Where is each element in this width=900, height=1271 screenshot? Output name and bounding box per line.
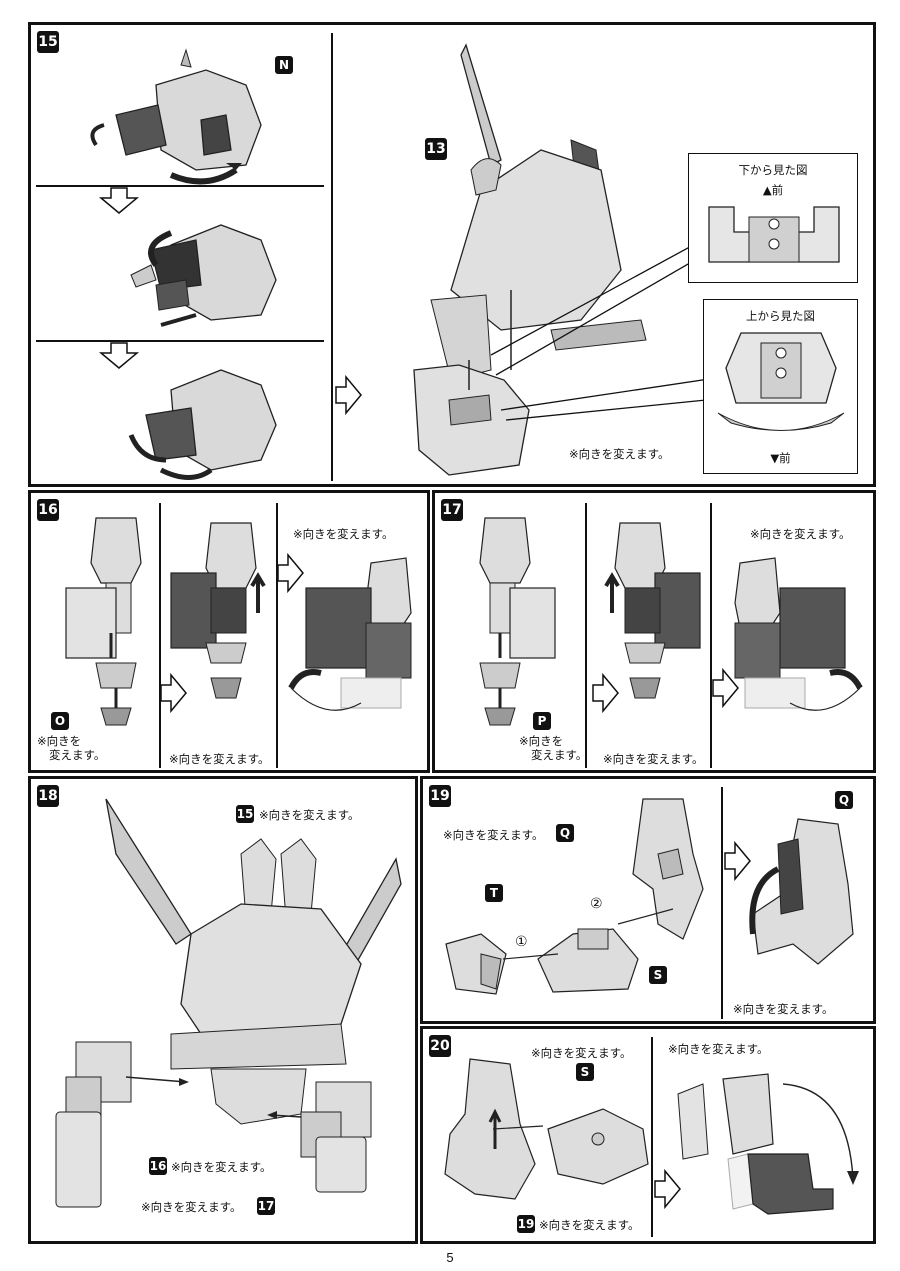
reorient-note: ※向きを変えます。 (531, 1046, 632, 1060)
divider (36, 185, 324, 187)
right-arrow-icon (335, 374, 362, 416)
divider (721, 787, 723, 1019)
step-number-16: 16 (37, 499, 59, 521)
inset-title: 下から見た図 (738, 163, 808, 177)
step-ref-19: 19 (517, 1215, 535, 1233)
reorient-note: ※向きを変えます。 (259, 808, 360, 822)
reorient-note: ※向きを (37, 734, 82, 748)
inset-title: 上から見た図 (746, 309, 815, 323)
divider (585, 503, 587, 768)
inset-bottom-view: 下から見た図 ▲前 (688, 153, 858, 283)
down-arrow-icon (98, 342, 140, 369)
reorient-note: ※向きを変えます。 (141, 1200, 242, 1214)
leg-assembly-illustration (604, 522, 701, 699)
lower-torso-illustration (413, 360, 530, 476)
step-16-panel: 16 O ※向きを 変えます。 ※向きを変えます。 ※向きを変えます。 (28, 490, 430, 773)
divider (331, 33, 333, 481)
step-number-19: 19 (429, 785, 451, 807)
right-arrow-icon (592, 672, 619, 714)
part-label-p: P (533, 712, 551, 730)
backpack-completed-illustration (677, 1073, 859, 1215)
step-arrow-2: ② (590, 896, 603, 912)
leg-completed-illustration (288, 557, 412, 711)
inset-top-view: 上から見た図 ▼前 (703, 299, 858, 474)
part-label-q: Q (835, 791, 853, 809)
reorient-note: ※向きを変えます。 (293, 527, 394, 541)
robot-upper-body-illustration (430, 43, 647, 381)
divider (276, 503, 278, 768)
reorient-note: ※向きを変えます。 (668, 1042, 769, 1056)
torso-folded-illustration (128, 369, 277, 480)
left-leg-illustration (55, 1041, 189, 1208)
torso-hinge-illustration (130, 224, 277, 327)
reorient-note: ※向きを変えます。 (171, 1160, 272, 1174)
step-15-panel: 15 N 13 (28, 22, 876, 487)
divider (36, 340, 324, 342)
reorient-note: 変えます。 (531, 748, 588, 762)
right-arrow-icon (277, 552, 304, 594)
part-label-s: S (649, 966, 667, 984)
reorient-note: ※向きを変えます。 (733, 1002, 834, 1016)
divider (159, 503, 161, 768)
bottom-view-diagram (708, 206, 840, 263)
step-ref-15: 15 (236, 805, 254, 823)
divider (651, 1037, 653, 1237)
step-20-panel: 20 ※向きを変えます。 S 19 ※向きを変えます。 ※向きを変えます。 (420, 1026, 876, 1244)
leg-exploded-illustration (65, 517, 142, 726)
part-label-s: S (576, 1063, 594, 1081)
leg-assembly-illustration (170, 522, 266, 699)
reorient-note: ※向きを変えます。 (443, 828, 544, 842)
front-direction-label: ▲前 (762, 183, 784, 197)
part-label-q: Q (556, 824, 574, 842)
divider (710, 503, 712, 768)
torso-assembly-illustration (90, 48, 262, 185)
page-number: 5 (446, 1250, 454, 1265)
step-arrow-1: ① (515, 934, 528, 950)
insert-arrows (502, 908, 674, 960)
callout-lines (490, 229, 737, 421)
step-ref-17: 17 (257, 1197, 275, 1215)
right-arrow-icon (712, 667, 739, 709)
front-direction-label: ▼前 (770, 451, 791, 465)
part-label-o: O (51, 712, 69, 730)
backpack-assembly-illustration (444, 1058, 536, 1200)
part-label-t: T (485, 884, 503, 902)
reorient-note: ※向きを変えます。 (539, 1218, 640, 1232)
reorient-note: ※向きを (519, 734, 564, 748)
down-arrow-icon (98, 187, 140, 214)
right-arrow-icon (654, 1168, 681, 1210)
top-view-diagram (717, 332, 845, 431)
right-leg-illustration (267, 1081, 372, 1193)
step-number-17: 17 (441, 499, 463, 521)
rotate-arrow (90, 123, 105, 147)
part-label-n: N (275, 56, 293, 74)
step-number-15: 15 (37, 31, 59, 53)
leg-exploded-illustration (479, 517, 556, 726)
leg-completed-illustration (734, 557, 863, 711)
reorient-note: 変えます。 (49, 748, 106, 762)
right-arrow-icon (724, 840, 751, 882)
step-number-20: 20 (429, 1035, 451, 1057)
step-17-panel: 17 P ※向きを 変えます。 ※向きを変えます。 ※向きを変えます。 (432, 490, 876, 773)
part-t-illustration (445, 933, 507, 995)
part-s-illustration (492, 1108, 649, 1185)
backpack-part-illustration (632, 798, 704, 940)
step-18-panel: 18 15 ※向きを変えます。 16 ※向きを変えます。 ※向きを変えます。 1… (28, 776, 418, 1244)
reorient-note: ※向きを変えます。 (569, 447, 670, 461)
backpack-hinge-illustration (749, 818, 854, 965)
part-s-illustration (537, 928, 639, 993)
reorient-note: ※向きを変えます。 (603, 752, 704, 766)
reorient-note: ※向きを変えます。 (750, 527, 851, 541)
right-arrow-icon (160, 672, 187, 714)
step-number-18: 18 (37, 785, 59, 807)
step-ref-16: 16 (149, 1157, 167, 1175)
step-19-panel: 19 ※向きを変えます。 Q T S ① ② Q ※向きを変えます。 (420, 776, 876, 1024)
reorient-note: ※向きを変えます。 (169, 752, 270, 766)
robot-torso-illustration (105, 798, 402, 1125)
step-ref-13: 13 (425, 138, 447, 160)
